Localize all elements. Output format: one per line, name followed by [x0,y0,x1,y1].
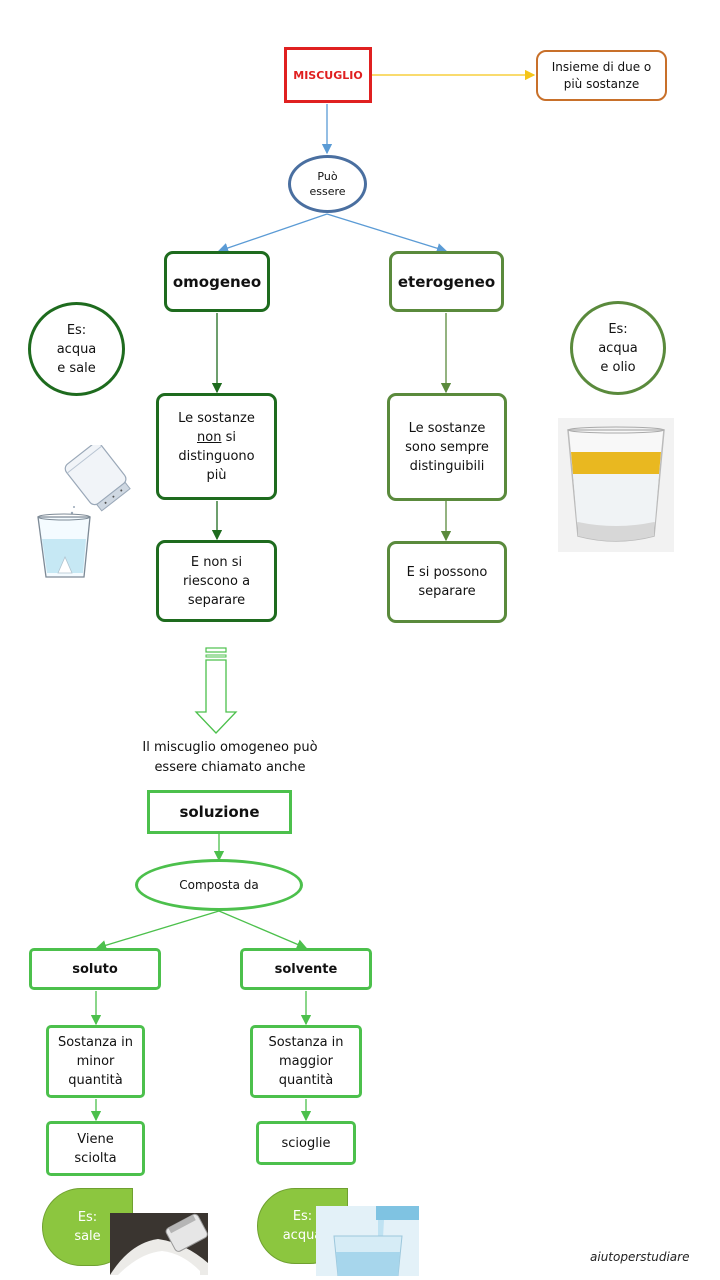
homogeneous-desc1-text: Le sostanze non si distinguono più [178,410,255,483]
arrow-composed-to-solvent [218,910,308,950]
homogeneous-desc2-text: E non si riescono a separare [182,554,251,608]
composed-of-node: Composta da [135,859,303,911]
solute-node: soluto [29,948,161,990]
oil-water-glass-icon [558,418,674,552]
water-glass-icon [316,1206,419,1276]
homogeneous-example: Es: acqua e sale [28,302,125,396]
solvent-label: solvente [274,961,338,977]
solution-node: soluzione [147,790,292,834]
solute-example-text: Es: sale [74,1210,101,1244]
hollow-down-arrow-icon [194,647,238,734]
heterogeneous-desc2: E si possono separare [387,541,507,623]
heterogeneous-example-text: Es: acqua e olio [598,321,638,375]
note-text: Il miscuglio omogeneo può essere chiamat… [142,740,318,775]
solvent-desc: Sostanza in maggior quantità [250,1025,362,1098]
arrow-composed-to-solute [95,910,220,951]
heterogeneous-desc2-text: E si possono separare [406,565,488,599]
can-be-text: Può essere [309,170,346,198]
homogeneous-desc1: Le sostanze non si distinguono più [156,393,277,500]
composed-of-text: Composta da [179,878,259,892]
heterogeneous-example: Es: acqua e olio [570,301,666,395]
heterogeneous-label: eterogeneo [397,272,496,291]
heterogeneous-desc1: Le sostanze sono sempre distinguibili [387,393,507,501]
root-label: MISCUGLIO [293,68,363,82]
homogeneous-node: omogeneo [164,251,270,312]
homogeneous-label: omogeneo [172,272,262,291]
homogeneous-example-text: Es: acqua e sale [56,322,97,376]
heterogeneous-desc1-text: Le sostanze sono sempre distinguibili [405,420,489,474]
solute-desc: Sostanza in minor quantità [46,1025,145,1098]
definition-node: Insieme di due o più sostanze [536,50,667,101]
salt-shaker-icon [37,445,131,578]
watermark: aiutoperstudiare [590,1250,690,1264]
homogeneous-desc2: E non si riescono a separare [156,540,277,622]
solvent-example-text: Es: acqua [282,1209,323,1243]
solvent-action-text: scioglie [281,1135,331,1151]
solvent-action: scioglie [256,1121,356,1165]
solution-label: soluzione [179,803,260,821]
solute-label: soluto [72,961,118,977]
solvent-desc-text: Sostanza in maggior quantità [268,1035,344,1088]
can-be-node: Può essere [288,155,367,213]
solvent-node: solvente [240,948,372,990]
arrow-can-be-to-heterogeneous [326,213,448,254]
solute-desc-text: Sostanza in minor quantità [57,1035,134,1088]
solute-action: Viene sciolta [46,1121,145,1176]
root-node: MISCUGLIO [284,47,372,103]
solute-action-text: Viene sciolta [74,1131,117,1166]
arrow-can-be-to-homogeneous [217,213,328,253]
heterogeneous-node: eterogeneo [389,251,504,312]
salt-pile-icon [110,1213,208,1275]
definition-text: Insieme di due o più sostanze [551,59,652,91]
